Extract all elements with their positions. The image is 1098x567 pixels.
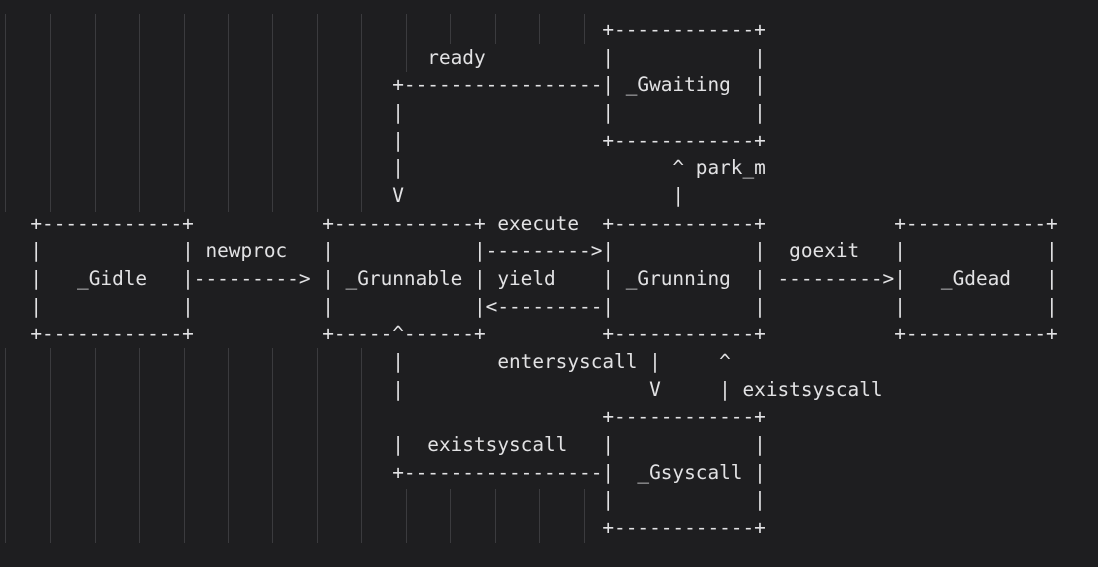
indent-guide	[50, 348, 51, 543]
indent-guide	[5, 348, 6, 543]
indent-guide	[228, 14, 229, 212]
ascii-state-diagram: +------------+ ready | | +--------------…	[30, 18, 1058, 539]
indent-guide	[184, 14, 185, 212]
indent-guide	[317, 14, 318, 212]
indent-guide	[317, 348, 318, 543]
indent-guide	[272, 14, 273, 212]
indent-guide	[5, 14, 6, 212]
indent-guide	[584, 489, 585, 543]
indent-guide	[450, 489, 451, 543]
indent-guide	[228, 348, 229, 543]
indent-guide	[272, 348, 273, 543]
indent-guide	[361, 348, 362, 543]
indent-guide	[50, 14, 51, 212]
indent-guide	[450, 14, 451, 44]
indent-guide	[406, 489, 407, 543]
indent-guide	[539, 14, 540, 44]
indent-guide	[495, 489, 496, 543]
indent-guide	[95, 14, 96, 212]
indent-guide	[361, 14, 362, 212]
indent-guide	[539, 489, 540, 543]
indent-guide	[406, 14, 407, 72]
indent-guide	[584, 14, 585, 44]
indent-guide	[495, 14, 496, 44]
indent-guide	[184, 348, 185, 543]
indent-guide	[95, 348, 96, 543]
indent-guide	[139, 14, 140, 212]
indent-guide	[139, 348, 140, 543]
